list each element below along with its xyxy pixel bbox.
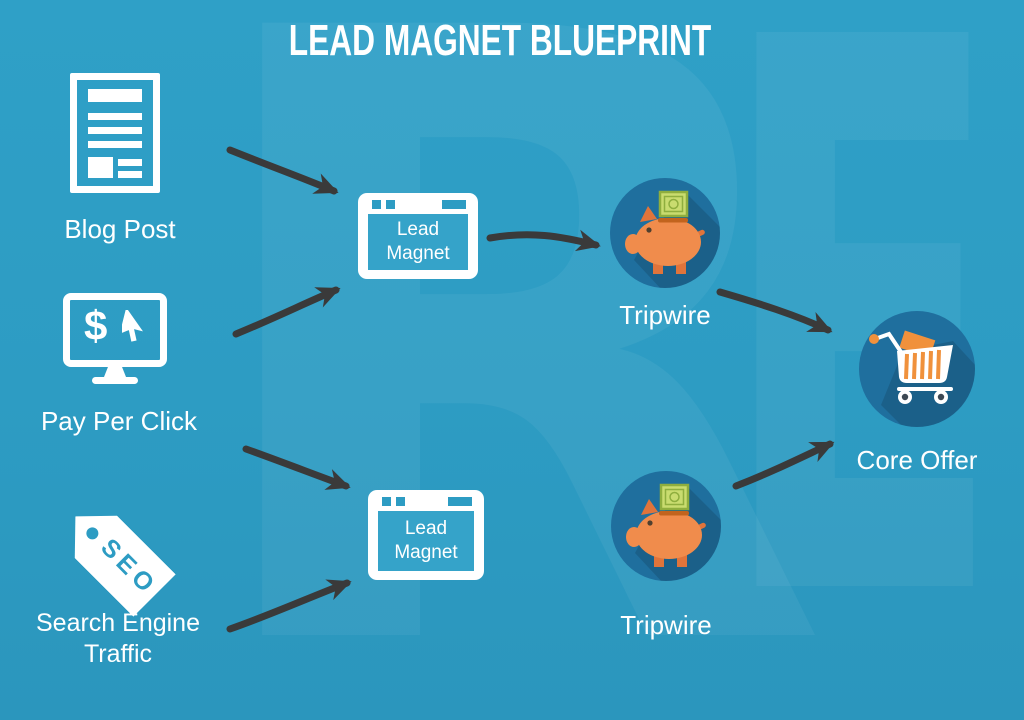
search-engine-traffic-label: Search Engine Traffic (8, 608, 228, 670)
shopping-cart-icon (859, 311, 975, 427)
lead-magnet-line2: Magnet (394, 542, 458, 563)
lead-magnet-top-node: Lead Magnet (358, 193, 478, 279)
doc-text-line (118, 159, 142, 166)
doc-text-line (118, 171, 142, 178)
browser-dot (386, 200, 395, 209)
tag-hole (84, 525, 101, 542)
arrow-tripwire-bottom-to-coreoffer (732, 440, 835, 490)
piggy-bank-icon (610, 178, 720, 288)
pay-per-click-icon: $ (63, 293, 167, 367)
arrow-blogpost-to-leadmagnet-top (226, 146, 339, 195)
pay-per-click-label: Pay Per Click (40, 406, 198, 436)
monitor-stand-neck (104, 367, 126, 377)
browser-bar (442, 200, 466, 209)
search-engine-traffic-line2: Traffic (83, 640, 153, 668)
shopping-cart (869, 330, 953, 404)
arrow-seo-to-leadmagnet-bottom (226, 579, 352, 633)
browser-dot (396, 497, 405, 506)
doc-header-block (88, 89, 142, 102)
tripwire-top-label: Tripwire (619, 300, 711, 330)
search-engine-traffic-line1: Search Engine (35, 609, 200, 637)
browser-dot (382, 497, 391, 506)
lead-magnet-line1: Lead (396, 219, 440, 240)
core-offer-label: Core Offer (856, 445, 978, 475)
doc-text-line (88, 127, 142, 134)
lead-magnet-line2: Magnet (386, 243, 450, 264)
doc-text-line (88, 141, 142, 148)
monitor-stand-base (92, 377, 138, 384)
arrow-payperclick-to-leadmagnet-bottom (242, 445, 351, 490)
piggy-bank (625, 206, 705, 274)
blog-post-icon (70, 73, 160, 193)
tripwire-bottom-label: Tripwire (620, 610, 712, 640)
piggy-bank-icon (611, 471, 721, 581)
page-title: LEAD MAGNET BLUEPRINT (288, 16, 712, 65)
doc-text-line (88, 113, 142, 120)
dollar-sign: $ (84, 302, 108, 349)
lead-magnet-top-text: Lead Magnet (368, 214, 468, 270)
browser-bar (448, 497, 472, 506)
piggy-bank (626, 499, 706, 567)
mouse-cursor-icon (122, 310, 143, 342)
lead-magnet-bottom-text: Lead Magnet (378, 511, 474, 571)
money-bill (659, 483, 690, 511)
doc-image-block (88, 157, 113, 178)
browser-dot (372, 200, 381, 209)
blog-post-label: Blog Post (64, 214, 176, 244)
lead-magnet-line1: Lead (404, 518, 448, 539)
arrow-tripwire-top-to-coreoffer (716, 288, 833, 334)
money-bill (658, 190, 689, 218)
lead-magnet-bottom-node: Lead Magnet (368, 490, 484, 580)
arrow-leadmagnet-top-to-tripwire-top (486, 229, 601, 252)
arrow-payperclick-to-leadmagnet-top (232, 286, 341, 338)
